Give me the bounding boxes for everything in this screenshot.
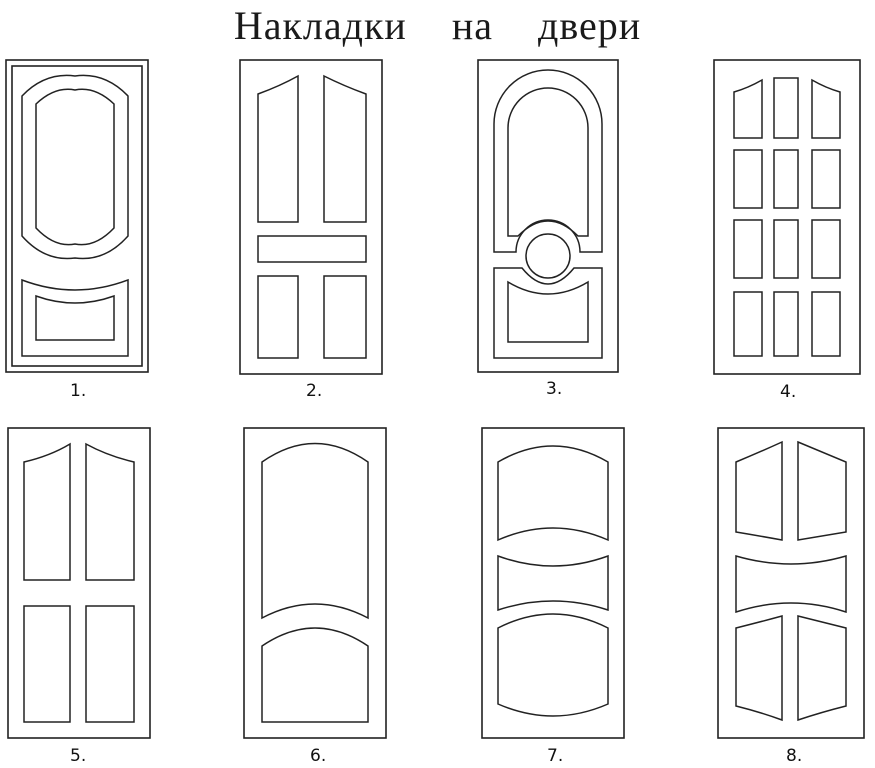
door-5-label: 5. bbox=[70, 746, 86, 766]
door-5-top-right-panel bbox=[85, 442, 135, 581]
door-1-top-arched-panel bbox=[35, 88, 115, 246]
door-7-bottom-panel bbox=[497, 613, 609, 717]
door-8-bottom-left-panel bbox=[735, 615, 783, 722]
door-1-frame bbox=[5, 59, 149, 373]
door-4-panel-r1-left bbox=[733, 78, 763, 139]
door-3-frame bbox=[477, 59, 619, 373]
door-8-top-right-panel bbox=[797, 440, 847, 541]
page-title: Накладки на двери bbox=[233, 3, 642, 48]
door-8-middle-panel bbox=[735, 555, 847, 614]
door-8-label: 8. bbox=[786, 746, 802, 766]
door-4-panel-r4-left bbox=[733, 291, 763, 357]
door-4-panel-r3-mid bbox=[773, 219, 799, 279]
door-1-bottom-panel bbox=[35, 294, 115, 341]
door-7-frame bbox=[481, 427, 625, 739]
door-3-bottom-panel bbox=[507, 280, 589, 343]
door-3: 3. bbox=[477, 59, 619, 399]
door-3-bottom-ring bbox=[493, 267, 603, 359]
door-6-label: 6. bbox=[310, 746, 326, 766]
door-2: 2. bbox=[239, 59, 383, 401]
door-2-bottom-left-panel bbox=[257, 275, 299, 359]
door-2-top-right-panel bbox=[323, 74, 367, 223]
door-7-label: 7. bbox=[547, 746, 563, 766]
door-4-panel-r4-right bbox=[811, 291, 841, 357]
door-8-frame bbox=[717, 427, 865, 739]
door-4: 4. bbox=[713, 59, 861, 402]
door-6-top-panel bbox=[261, 442, 369, 620]
door-4-panel-r1-mid bbox=[773, 77, 799, 139]
door-1-label: 1. bbox=[70, 381, 86, 401]
door-8: 8. bbox=[717, 427, 865, 766]
door-4-panel-r3-left bbox=[733, 219, 763, 279]
door-1-top-arched-ring bbox=[21, 74, 129, 260]
door-2-frame bbox=[239, 59, 383, 375]
door-7-top-panel bbox=[497, 445, 609, 542]
door-1-bottom-ring bbox=[21, 278, 129, 357]
door-6: 6. bbox=[243, 427, 387, 766]
door-5-top-left-panel bbox=[23, 442, 71, 581]
door-8-top-left-panel bbox=[735, 440, 783, 541]
door-5: 5. bbox=[7, 427, 151, 766]
door-5-bottom-left-panel bbox=[23, 605, 71, 723]
door-2-top-left-panel bbox=[257, 74, 299, 223]
door-4-panel-r2-right bbox=[811, 149, 841, 209]
door-2-middle-panel bbox=[257, 235, 367, 263]
door-3-arch-panel bbox=[507, 87, 589, 237]
door-7-middle-panel bbox=[497, 554, 609, 612]
door-2-bottom-right-panel bbox=[323, 275, 367, 359]
door-3-arch-ring bbox=[493, 69, 603, 253]
door-3-circle-panel bbox=[525, 233, 571, 279]
door-4-panel-r4-mid bbox=[773, 291, 799, 357]
door-3-label: 3. bbox=[546, 379, 562, 399]
door-5-frame bbox=[7, 427, 151, 739]
door-1: 1. bbox=[5, 59, 149, 401]
door-7: 7. bbox=[481, 427, 625, 766]
door-6-frame bbox=[243, 427, 387, 739]
door-8-bottom-right-panel bbox=[797, 615, 847, 722]
door-4-panel-r1-right bbox=[811, 78, 841, 139]
door-6-bottom-panel bbox=[261, 627, 369, 723]
door-1-inner-frame bbox=[11, 65, 143, 367]
door-4-panel-r2-left bbox=[733, 149, 763, 209]
door-4-frame bbox=[713, 59, 861, 375]
door-4-label: 4. bbox=[780, 382, 796, 402]
door-5-bottom-right-panel bbox=[85, 605, 135, 723]
door-2-label: 2. bbox=[306, 381, 322, 401]
door-4-panel-r3-right bbox=[811, 219, 841, 279]
door-4-panel-r2-mid bbox=[773, 149, 799, 209]
